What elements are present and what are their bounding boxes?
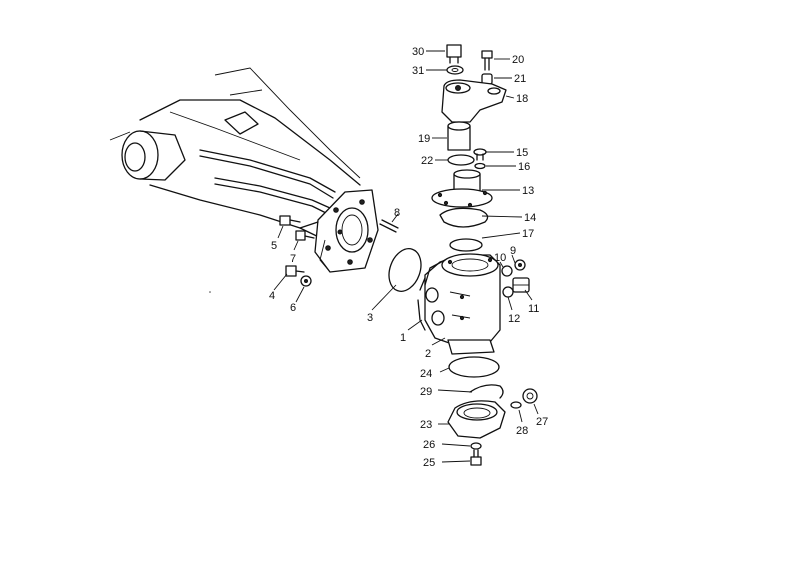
label-13: 13	[522, 185, 534, 197]
label-29: 29	[420, 386, 432, 398]
washer-16	[474, 162, 486, 170]
shim-14	[439, 207, 489, 228]
nut-6	[300, 275, 312, 287]
washer-10	[501, 265, 513, 277]
label-30: 30	[412, 46, 424, 58]
plug-11	[512, 277, 530, 293]
label-23: 23	[420, 419, 432, 431]
king-pin-cap-13	[431, 169, 493, 208]
bolt-20	[481, 50, 493, 71]
bottom-cap-23	[447, 400, 506, 439]
bolt-30	[446, 44, 462, 64]
label-6: 6	[290, 302, 296, 314]
label-16: 16	[518, 161, 530, 173]
label-14: 14	[524, 212, 536, 224]
leader-lines	[273, 50, 539, 463]
label-20: 20	[512, 54, 524, 66]
bolt-7	[295, 230, 315, 241]
washer-28	[510, 401, 522, 409]
label-7: 7	[290, 253, 296, 265]
speck-dot	[209, 291, 211, 293]
label-31: 31	[412, 65, 424, 77]
label-27: 27	[536, 416, 548, 428]
washer-31	[446, 65, 464, 75]
o-ring-22	[447, 154, 475, 166]
label-21: 21	[514, 73, 526, 85]
o-ring-17	[449, 238, 483, 252]
o-ring-24	[448, 356, 500, 378]
stud-8	[379, 219, 399, 233]
bolt-4	[285, 265, 305, 277]
label-15: 15	[516, 147, 528, 159]
label-18: 18	[516, 93, 528, 105]
bolt-15	[473, 148, 487, 161]
axle-housing	[109, 67, 379, 273]
label-1: 1	[400, 332, 406, 344]
o-ring-3	[388, 248, 422, 292]
label-2: 2	[425, 348, 431, 360]
label-26: 26	[423, 439, 435, 451]
bolt-25	[470, 449, 482, 466]
part-labels: 30 31 20 21 18 19 15 22 16 13 14 17 9 10…	[269, 46, 548, 469]
steering-arm-18	[441, 79, 507, 123]
label-12: 12	[508, 313, 520, 325]
label-11: 11	[528, 303, 539, 315]
steering-knuckle	[417, 253, 501, 355]
label-9: 9	[510, 245, 516, 257]
label-22: 22	[421, 155, 433, 167]
label-24: 24	[420, 368, 432, 380]
shim-29	[469, 384, 504, 399]
label-10: 10	[494, 252, 506, 264]
label-17: 17	[522, 228, 534, 240]
label-28: 28	[516, 425, 528, 437]
washer-12	[502, 286, 514, 298]
label-19: 19	[418, 133, 430, 145]
washer-26	[470, 442, 482, 450]
nut-27	[522, 388, 538, 404]
label-3: 3	[367, 312, 373, 324]
bushing-19	[447, 121, 471, 151]
bolt-5	[279, 215, 301, 226]
label-4: 4	[269, 290, 275, 302]
label-25: 25	[423, 457, 435, 469]
label-8: 8	[394, 207, 400, 219]
label-5: 5	[271, 240, 277, 252]
